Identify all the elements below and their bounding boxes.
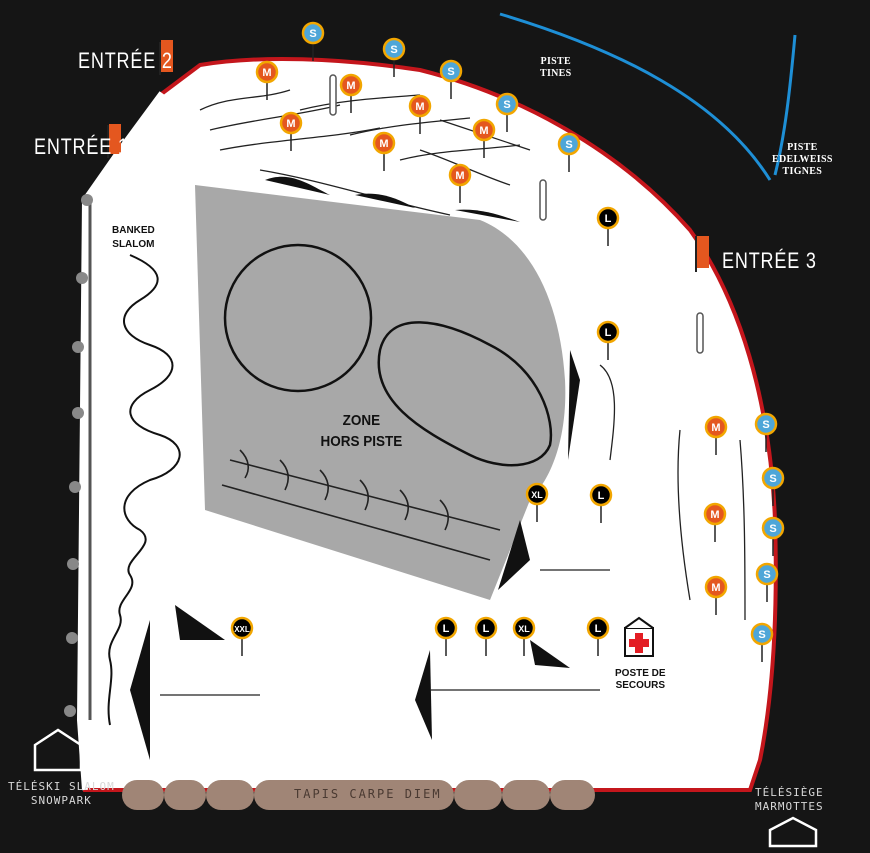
badge-label: S xyxy=(769,473,776,485)
teleski-hut-icon xyxy=(33,728,83,772)
badge-label: M xyxy=(346,80,355,92)
piste-tines-line xyxy=(499,12,772,181)
badge-s: S xyxy=(495,92,519,132)
badge-l: L xyxy=(589,483,613,523)
badge-label: XL xyxy=(531,490,543,500)
left-posts xyxy=(64,194,93,717)
badge-label: S xyxy=(769,523,776,535)
badge-label: L xyxy=(443,623,450,635)
badge-label: S xyxy=(758,629,765,641)
piste-edelweiss-line3: TIGNES xyxy=(782,166,823,177)
badge-xl: XL xyxy=(512,616,536,656)
teleski-label: TÉLÉSKI SLALOM SNOWPARK xyxy=(8,780,115,808)
badge-m: M xyxy=(448,163,472,203)
badge-label: XL xyxy=(518,624,530,634)
badge-l: L xyxy=(596,320,620,360)
badge-m: M xyxy=(472,118,496,158)
banked-slalom-line2: SLALOM xyxy=(112,239,155,250)
badge-label: M xyxy=(286,118,295,130)
piste-edelweiss-line2: EDELWEISS xyxy=(772,154,833,165)
teleski-line2: SNOWPARK xyxy=(30,794,92,807)
badge-m: M xyxy=(279,111,303,151)
badge-s: S xyxy=(761,516,785,556)
telesiege-line1: TÉLÉSIÈGE xyxy=(755,786,824,799)
badge-label: M xyxy=(415,101,424,113)
badge-m: M xyxy=(704,575,728,615)
badge-m: M xyxy=(704,415,728,455)
tapis-carpe-diem xyxy=(122,780,595,810)
badge-label: M xyxy=(479,125,488,137)
badge-s: S xyxy=(761,466,785,506)
badge-label: M xyxy=(711,582,720,594)
piste-edelweiss-line1: PISTE xyxy=(787,142,818,153)
badge-l: L xyxy=(586,616,610,656)
badge-label: S xyxy=(447,66,454,78)
badge-label: M xyxy=(379,138,388,150)
badge-l: L xyxy=(474,616,498,656)
badge-label: S xyxy=(762,419,769,431)
badge-label: L xyxy=(605,213,612,225)
difficulty-badges: S S S S S M M M M M M M L L L L L L XL XL XXL S S S S S M M M xyxy=(230,21,785,662)
badge-label: S xyxy=(309,28,316,40)
badge-s: S xyxy=(382,37,406,77)
badge-label: M xyxy=(262,67,271,79)
badge-s: S xyxy=(754,412,778,452)
badge-m: M xyxy=(339,73,363,113)
entree-1-label: ENTRÉE 1 xyxy=(34,134,129,159)
badge-xl: XL xyxy=(525,482,549,522)
badge-s: S xyxy=(301,21,325,61)
piste-tines-line2: TINES xyxy=(540,68,572,79)
piste-tines-line1: PISTE xyxy=(540,56,571,67)
banked-slalom-track xyxy=(107,254,181,726)
entree-3-label: ENTRÉE 3 xyxy=(722,248,817,273)
poste-secours-line2: SECOURS xyxy=(615,680,666,691)
badge-l: L xyxy=(434,616,458,656)
entree-flags xyxy=(107,40,709,272)
teleski-line1: TÉLÉSKI SLALOM xyxy=(8,780,115,793)
badge-label: L xyxy=(598,490,605,502)
badge-s: S xyxy=(755,562,779,602)
poste-secours-label: POSTE DE SECOURS xyxy=(615,668,666,692)
badge-label: M xyxy=(710,509,719,521)
badge-l: L xyxy=(596,206,620,246)
entree-2-label: ENTRÉE 2 xyxy=(78,48,173,73)
badge-label: M xyxy=(711,422,720,434)
telesiege-label: TÉLÉSIÈGE MARMOTTES xyxy=(755,786,824,814)
badge-s: S xyxy=(439,59,463,99)
telesiege-hut-icon xyxy=(768,816,818,848)
banked-slalom-line1: BANKED xyxy=(112,225,155,236)
badge-s: S xyxy=(750,622,774,662)
tapis-label: TAPIS CARPE DIEM xyxy=(294,787,442,801)
piste-tines-label: PISTE TINES xyxy=(540,56,572,80)
telesiege-line2: MARMOTTES xyxy=(755,800,824,813)
badge-xxl: XXL xyxy=(230,616,254,656)
badge-m: M xyxy=(408,94,432,134)
badge-label: XXL xyxy=(234,625,250,634)
badge-label: L xyxy=(595,623,602,635)
badge-m: M xyxy=(255,60,279,100)
piste-edelweiss-label: PISTE EDELWEISS TIGNES xyxy=(772,142,833,178)
zone-hors-piste-area xyxy=(195,185,566,600)
badge-label: L xyxy=(605,327,612,339)
badge-label: S xyxy=(565,139,572,151)
poste-secours-line1: POSTE DE xyxy=(615,668,666,679)
badge-label: S xyxy=(390,44,397,56)
zone-hors-piste-label: ZONE HORS PISTE xyxy=(321,410,403,452)
badge-label: L xyxy=(483,623,490,635)
badge-label: S xyxy=(503,99,510,111)
piste-edelweiss-line xyxy=(773,34,797,176)
zone-hors-piste-line1: ZONE xyxy=(342,412,381,429)
banked-slalom-label: BANKED SLALOM xyxy=(112,224,155,252)
badge-s: S xyxy=(557,132,581,172)
badge-m: M xyxy=(372,131,396,171)
zone-hors-piste-line2: HORS PISTE xyxy=(320,433,403,450)
badge-m: M xyxy=(703,502,727,542)
badge-label: M xyxy=(455,170,464,182)
badge-label: S xyxy=(763,569,770,581)
first-aid-icon xyxy=(624,616,654,657)
